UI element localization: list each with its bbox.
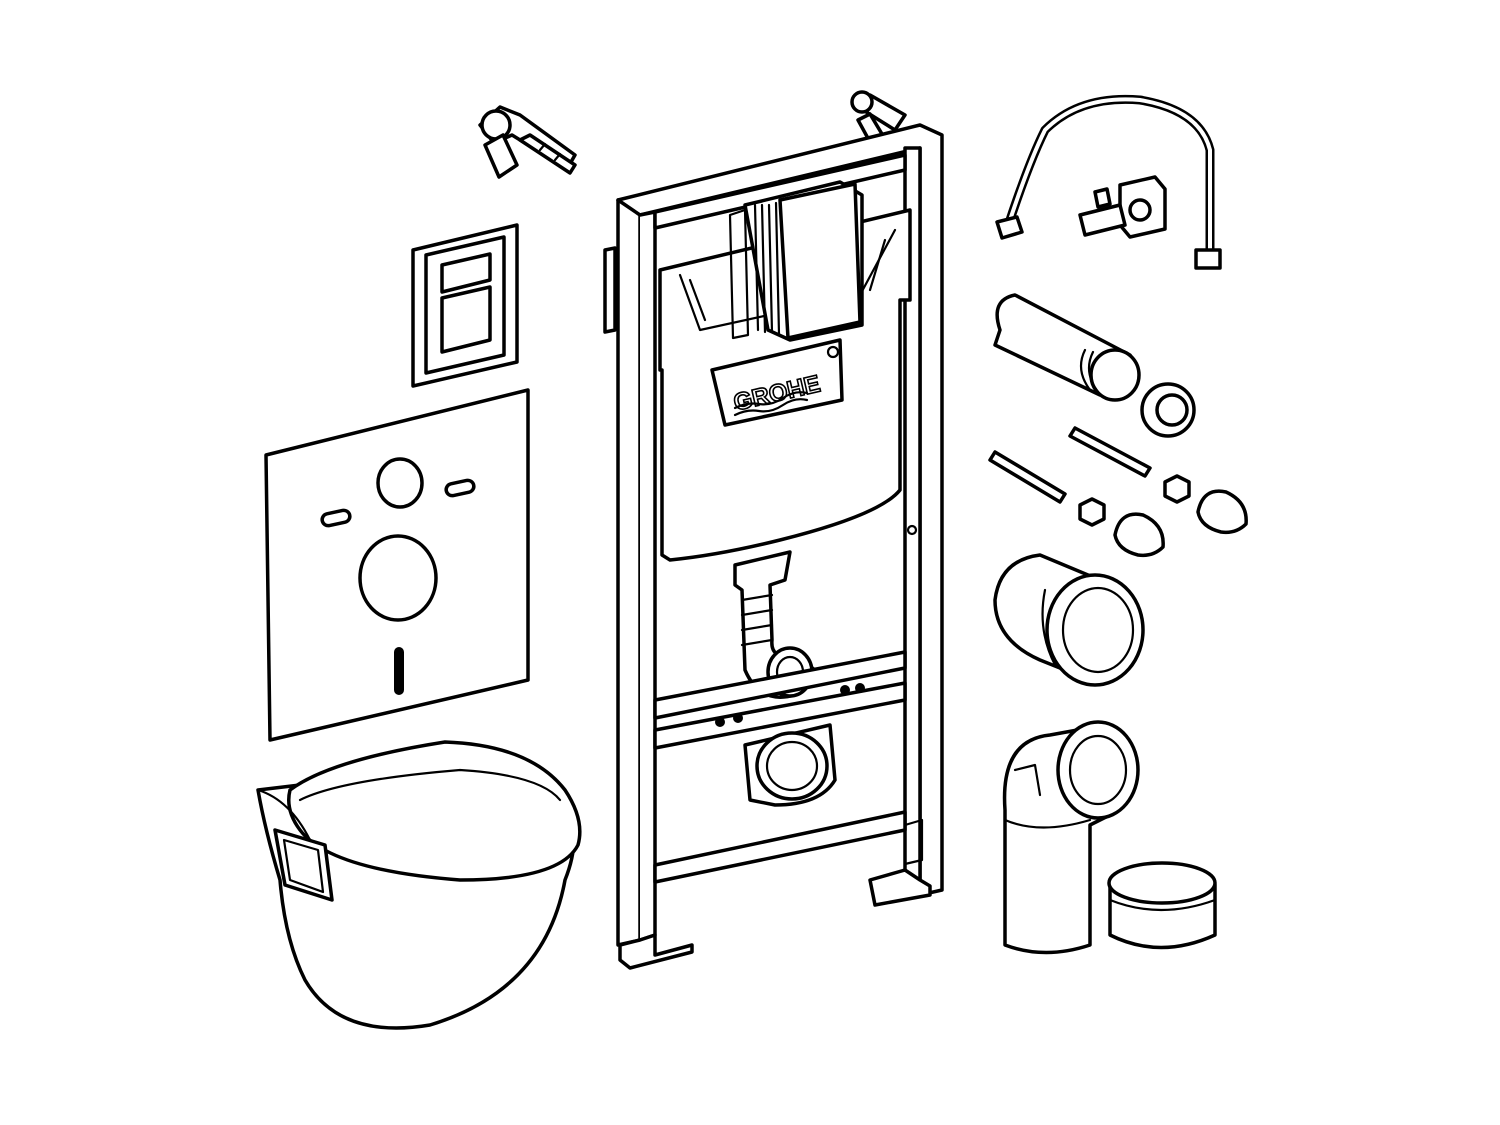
nuts [1078, 474, 1191, 527]
sound-insulation-mat [264, 388, 530, 742]
flush-pipe [993, 293, 1141, 402]
wall-hung-toilet [256, 740, 582, 1030]
angle-valve [1078, 175, 1167, 239]
fixing-bolts [988, 426, 1152, 504]
caps [1113, 489, 1248, 558]
end-cap [1107, 861, 1217, 950]
pipe-seal [1140, 382, 1196, 438]
drain-elbow [1002, 720, 1140, 955]
drain-connector [993, 553, 1145, 687]
installation-frame: GROHE [603, 123, 944, 970]
water-supply-hose [995, 94, 1222, 270]
flush-plate [411, 223, 519, 388]
